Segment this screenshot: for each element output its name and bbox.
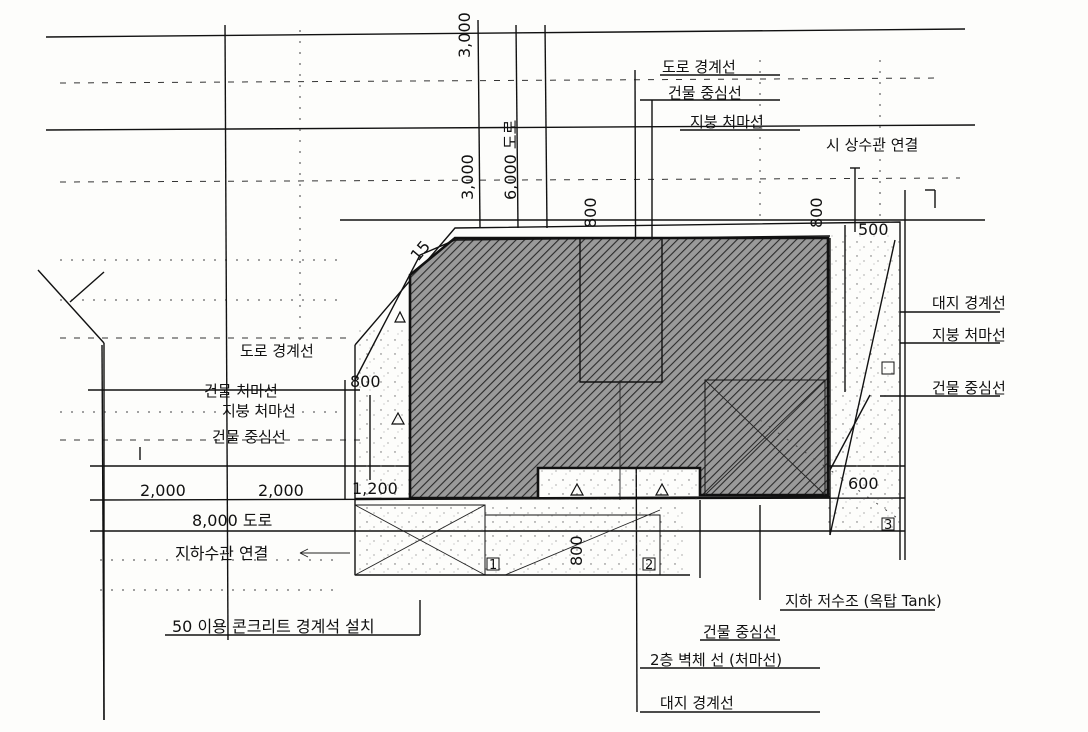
label-bldg-center-top: 건물 중심선 xyxy=(668,84,742,102)
marker-2: 2 xyxy=(645,558,653,573)
label-water-tank: 지하 저수조 (옥탑 Tank) xyxy=(785,592,942,610)
label-ditch: 50 이용 콘크리트 경계석 설치 xyxy=(172,617,375,636)
numbered-markers: 1 2 3 xyxy=(486,361,895,573)
right-yard xyxy=(759,225,901,536)
dimension-ticks xyxy=(139,74,1000,713)
dim-800-a: 800 xyxy=(581,197,600,228)
label-bldg-center-left: 건물 중심선 xyxy=(212,428,286,446)
dim-800-d: 800 xyxy=(567,535,586,566)
bottom-yard xyxy=(354,500,761,600)
dim-3000-top: 3,000 xyxy=(455,12,474,58)
label-roof-eave-left-2: 지붕 처마선 xyxy=(222,402,296,420)
dim-8000-road: 8,000 도로 xyxy=(192,511,272,530)
label-roof-eave-right: 지붕 처마선 xyxy=(932,326,1006,344)
label-site-boundary-right: 대지 경계선 xyxy=(932,294,1006,312)
label-city-water: 시 상수관 연결 xyxy=(826,136,918,154)
dim-800-b: 800 xyxy=(807,197,826,228)
level-markers xyxy=(390,310,670,496)
building-footprint xyxy=(354,235,831,501)
dim-2000-a: 2,000 xyxy=(140,481,186,500)
dim-3000-b: 3,000 xyxy=(458,154,477,200)
label-site-boundary-bottom: 대지 경계선 xyxy=(660,694,734,712)
dim-500: 500 xyxy=(858,220,889,239)
dim-2000-b: 2,000 xyxy=(258,481,304,500)
label-roof-eave-top: 지붕 처마선 xyxy=(690,113,764,131)
marker-3: 3 xyxy=(884,518,892,533)
dim-6000-road: 6,000 도로 xyxy=(501,120,520,200)
road-edge xyxy=(37,269,105,720)
dim-800-c: 800 xyxy=(350,372,381,391)
marker-1: 1 xyxy=(489,558,497,573)
label-road-boundary-top: 도로 경계선 xyxy=(662,58,736,76)
label-roof-eave-left-1: 건물 처마선 xyxy=(204,382,278,400)
label-bldg-center-bottom: 건물 중심선 xyxy=(703,623,777,641)
dim-600: 600 xyxy=(848,474,879,493)
label-sewer: 지하수관 연결 xyxy=(175,544,268,563)
label-road-boundary-left: 도로 경계선 xyxy=(240,342,314,360)
dim-1200: 1,200 xyxy=(352,479,398,498)
label-bldg-center-right: 건물 중심선 xyxy=(932,379,1006,397)
label-floor2-line: 2층 벽체 선 (처마선) xyxy=(650,651,782,669)
